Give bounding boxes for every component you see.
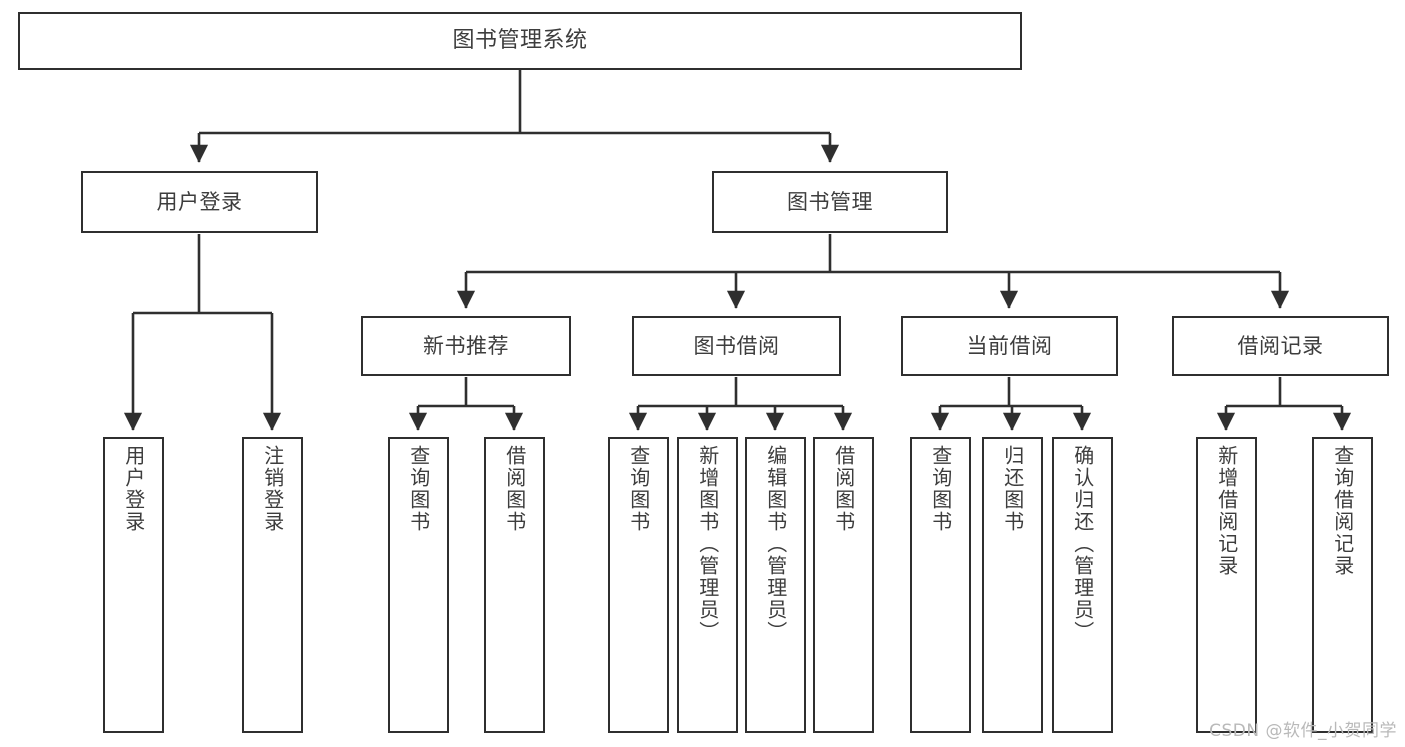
node-leaf-return-book[interactable]: 归还图书 (982, 437, 1043, 733)
node-leaf-query-record[interactable]: 查询借阅记录 (1312, 437, 1373, 733)
node-user-login-label: 用户登录 (156, 189, 243, 214)
node-leaf-borrow-book-1-label: 借阅图书 (502, 445, 527, 533)
node-leaf-query-book-3[interactable]: 查询图书 (910, 437, 971, 733)
node-new-book-recommend[interactable]: 新书推荐 (361, 316, 571, 376)
node-borrow-record[interactable]: 借阅记录 (1172, 316, 1389, 376)
node-leaf-borrow-book-1[interactable]: 借阅图书 (484, 437, 545, 733)
node-borrow-record-label: 借阅记录 (1237, 333, 1324, 358)
node-leaf-edit-book-label: 编辑图书（管理员） (763, 445, 788, 643)
node-leaf-logout-login[interactable]: 注销登录 (242, 437, 303, 733)
node-leaf-add-book[interactable]: 新增图书（管理员） (677, 437, 738, 733)
node-leaf-logout-login-label: 注销登录 (260, 445, 285, 533)
node-leaf-borrow-book-2-label: 借阅图书 (831, 445, 856, 533)
node-book-borrow[interactable]: 图书借阅 (632, 316, 841, 376)
node-book-manage-label: 图书管理 (787, 189, 873, 214)
node-leaf-add-record[interactable]: 新增借阅记录 (1196, 437, 1257, 733)
node-current-borrow[interactable]: 当前借阅 (901, 316, 1118, 376)
node-leaf-query-book-3-label: 查询图书 (928, 445, 953, 533)
node-leaf-add-record-label: 新增借阅记录 (1214, 445, 1239, 577)
node-leaf-query-book-2[interactable]: 查询图书 (608, 437, 669, 733)
node-leaf-query-book-1-label: 查询图书 (406, 445, 431, 533)
node-leaf-confirm-return[interactable]: 确认归还（管理员） (1052, 437, 1113, 733)
watermark: CSDN @软件_小贺同学 (1209, 721, 1397, 741)
node-book-borrow-label: 图书借阅 (693, 333, 780, 358)
node-leaf-add-book-label: 新增图书（管理员） (695, 445, 720, 643)
node-leaf-user-login-label: 用户登录 (121, 445, 146, 533)
node-leaf-query-book-1[interactable]: 查询图书 (388, 437, 449, 733)
node-root[interactable]: 图书管理系统 (18, 12, 1022, 70)
node-book-manage[interactable]: 图书管理 (712, 171, 948, 233)
node-leaf-borrow-book-2[interactable]: 借阅图书 (813, 437, 874, 733)
node-new-book-recommend-label: 新书推荐 (423, 333, 509, 358)
node-user-login[interactable]: 用户登录 (81, 171, 318, 233)
node-leaf-confirm-return-label: 确认归还（管理员） (1070, 445, 1095, 643)
node-root-label: 图书管理系统 (452, 28, 588, 54)
node-leaf-query-book-2-label: 查询图书 (626, 445, 651, 533)
node-leaf-query-record-label: 查询借阅记录 (1330, 445, 1355, 577)
node-leaf-return-book-label: 归还图书 (1000, 445, 1025, 533)
node-leaf-edit-book[interactable]: 编辑图书（管理员） (745, 437, 806, 733)
node-leaf-user-login[interactable]: 用户登录 (103, 437, 164, 733)
node-current-borrow-label: 当前借阅 (966, 333, 1053, 358)
